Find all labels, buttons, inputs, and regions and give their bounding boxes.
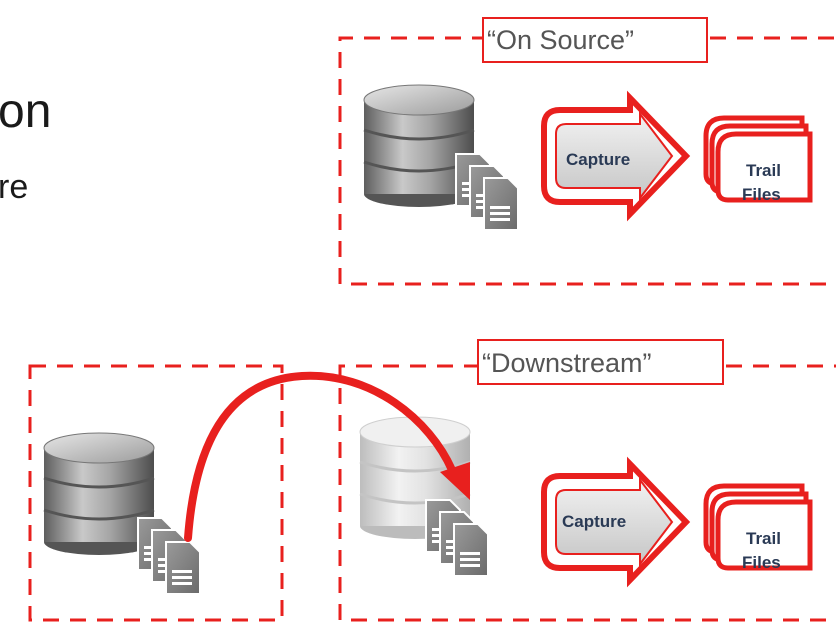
downstream-label: “Downstream” bbox=[482, 348, 652, 378]
on-source-dashed-box bbox=[338, 36, 836, 286]
remote-source-group bbox=[28, 364, 284, 622]
remote-source-dashed-box bbox=[28, 364, 284, 622]
remote-source-database-icon bbox=[43, 432, 155, 555]
downstream-group: “Downstream” Capture Trail Files bbox=[338, 339, 836, 622]
trail-files-line1-source: Trail bbox=[746, 161, 781, 180]
trail-files-icon-source: Trail Files bbox=[706, 118, 810, 204]
on-source-label: “On Source” bbox=[487, 25, 634, 55]
capture-label-downstream: Capture bbox=[562, 512, 626, 531]
on-source-label-box bbox=[482, 17, 708, 63]
capture-process-icon-source: Capture bbox=[541, 90, 691, 222]
source-redo-logs-icon bbox=[455, 153, 519, 231]
slide-title-fragment: on bbox=[0, 85, 52, 138]
log-shipping-arrow bbox=[184, 371, 470, 542]
trail-files-icon-downstream: Trail Files bbox=[706, 486, 810, 572]
downstream-redo-logs-icon bbox=[425, 499, 489, 577]
trail-files-line2-source: Files bbox=[742, 185, 781, 204]
downstream-dashed-box bbox=[338, 364, 836, 622]
capture-label-source: Capture bbox=[566, 150, 630, 169]
downstream-label-box bbox=[477, 339, 724, 385]
capture-process-icon-downstream: Capture bbox=[541, 456, 691, 588]
trail-files-line2-downstream: Files bbox=[742, 553, 781, 572]
trail-files-line1-downstream: Trail bbox=[746, 529, 781, 548]
slide-subtitle-fragment: re bbox=[0, 168, 29, 206]
on-source-group: “On Source” Capture Trail Files bbox=[338, 17, 836, 286]
